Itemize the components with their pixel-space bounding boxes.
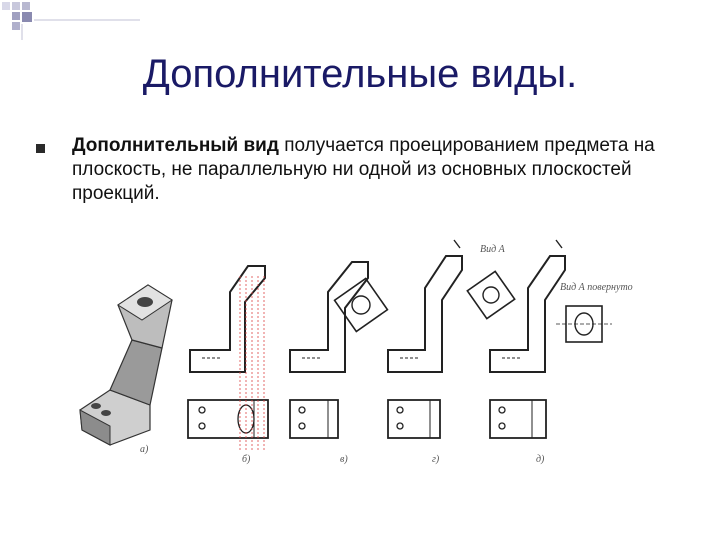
part-isometric-drawing (79, 284, 173, 446)
view-e (489, 239, 612, 439)
additional-views-figure: Вид А Вид А повернуто а) б) в) г) д) (79, 239, 633, 465)
view-c (289, 261, 389, 439)
corner-decoration (2, 2, 140, 40)
panel-label-a: а) (140, 444, 149, 455)
view-a-label: Вид А (480, 244, 506, 255)
bullet-marker (36, 144, 45, 153)
view-d (387, 239, 516, 439)
panel-label-c: в) (340, 454, 348, 465)
bullet-text: Дополнительный вид получается проецирова… (72, 134, 672, 206)
view-b (187, 265, 269, 452)
slide-title: Дополнительные виды. (142, 52, 578, 96)
panel-label-b: б) (242, 454, 251, 465)
panel-label-d: г) (432, 454, 440, 465)
panel-label-e: д) (536, 454, 545, 465)
bullet-term: Дополнительный вид (72, 135, 279, 156)
view-a-rotated-label: Вид А повернуто (560, 282, 633, 293)
bullet-description: получается проецированием предмета на пл… (72, 135, 655, 204)
